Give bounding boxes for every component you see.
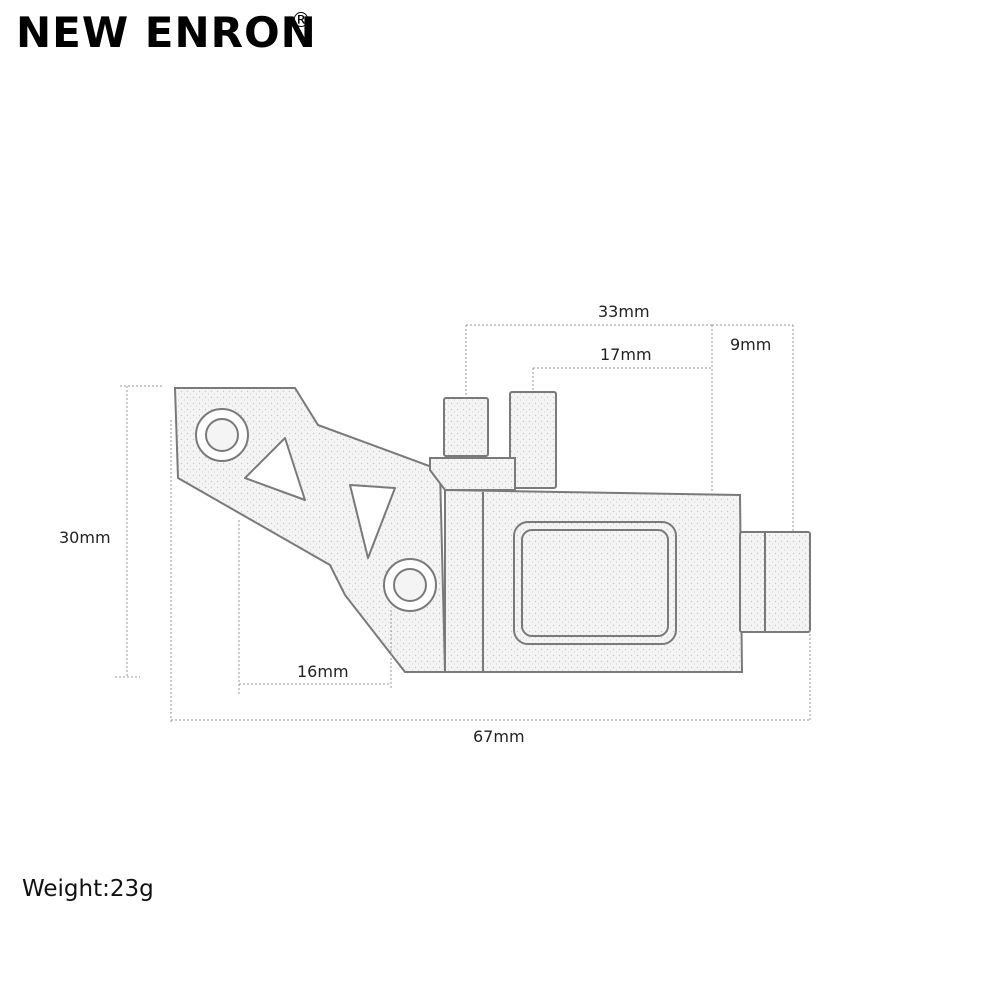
dim-label-post-span: 17mm bbox=[600, 345, 652, 364]
pocket-inner bbox=[521, 529, 669, 637]
brand-name: NEW ENRON bbox=[16, 8, 317, 57]
post-base bbox=[429, 457, 516, 491]
arm-plate bbox=[173, 387, 447, 673]
triangle-cutout-2 bbox=[349, 484, 396, 559]
dim-label-top-span: 33mm bbox=[598, 302, 650, 321]
dim-label-tab-offset: 9mm bbox=[730, 335, 771, 354]
dimension-lines bbox=[115, 324, 811, 722]
pocket-outer bbox=[513, 521, 677, 645]
dim-label-hole-spacing: 16mm bbox=[297, 662, 349, 681]
weight-label: Weight:23g bbox=[22, 876, 154, 902]
hole-top-inner bbox=[205, 418, 239, 452]
registered-mark: ® bbox=[291, 8, 312, 32]
post-left bbox=[443, 397, 489, 457]
dim-label-width-overall: 67mm bbox=[473, 727, 525, 746]
dim-label-height: 30mm bbox=[59, 528, 111, 547]
brand-logo: NEW ENRON ® bbox=[16, 8, 317, 57]
hole-bottom-inner bbox=[393, 568, 427, 602]
part-outline bbox=[173, 387, 811, 673]
part-features bbox=[195, 408, 766, 672]
right-tab bbox=[739, 531, 811, 633]
triangle-cutout-1 bbox=[244, 437, 306, 501]
post-right bbox=[509, 391, 557, 489]
